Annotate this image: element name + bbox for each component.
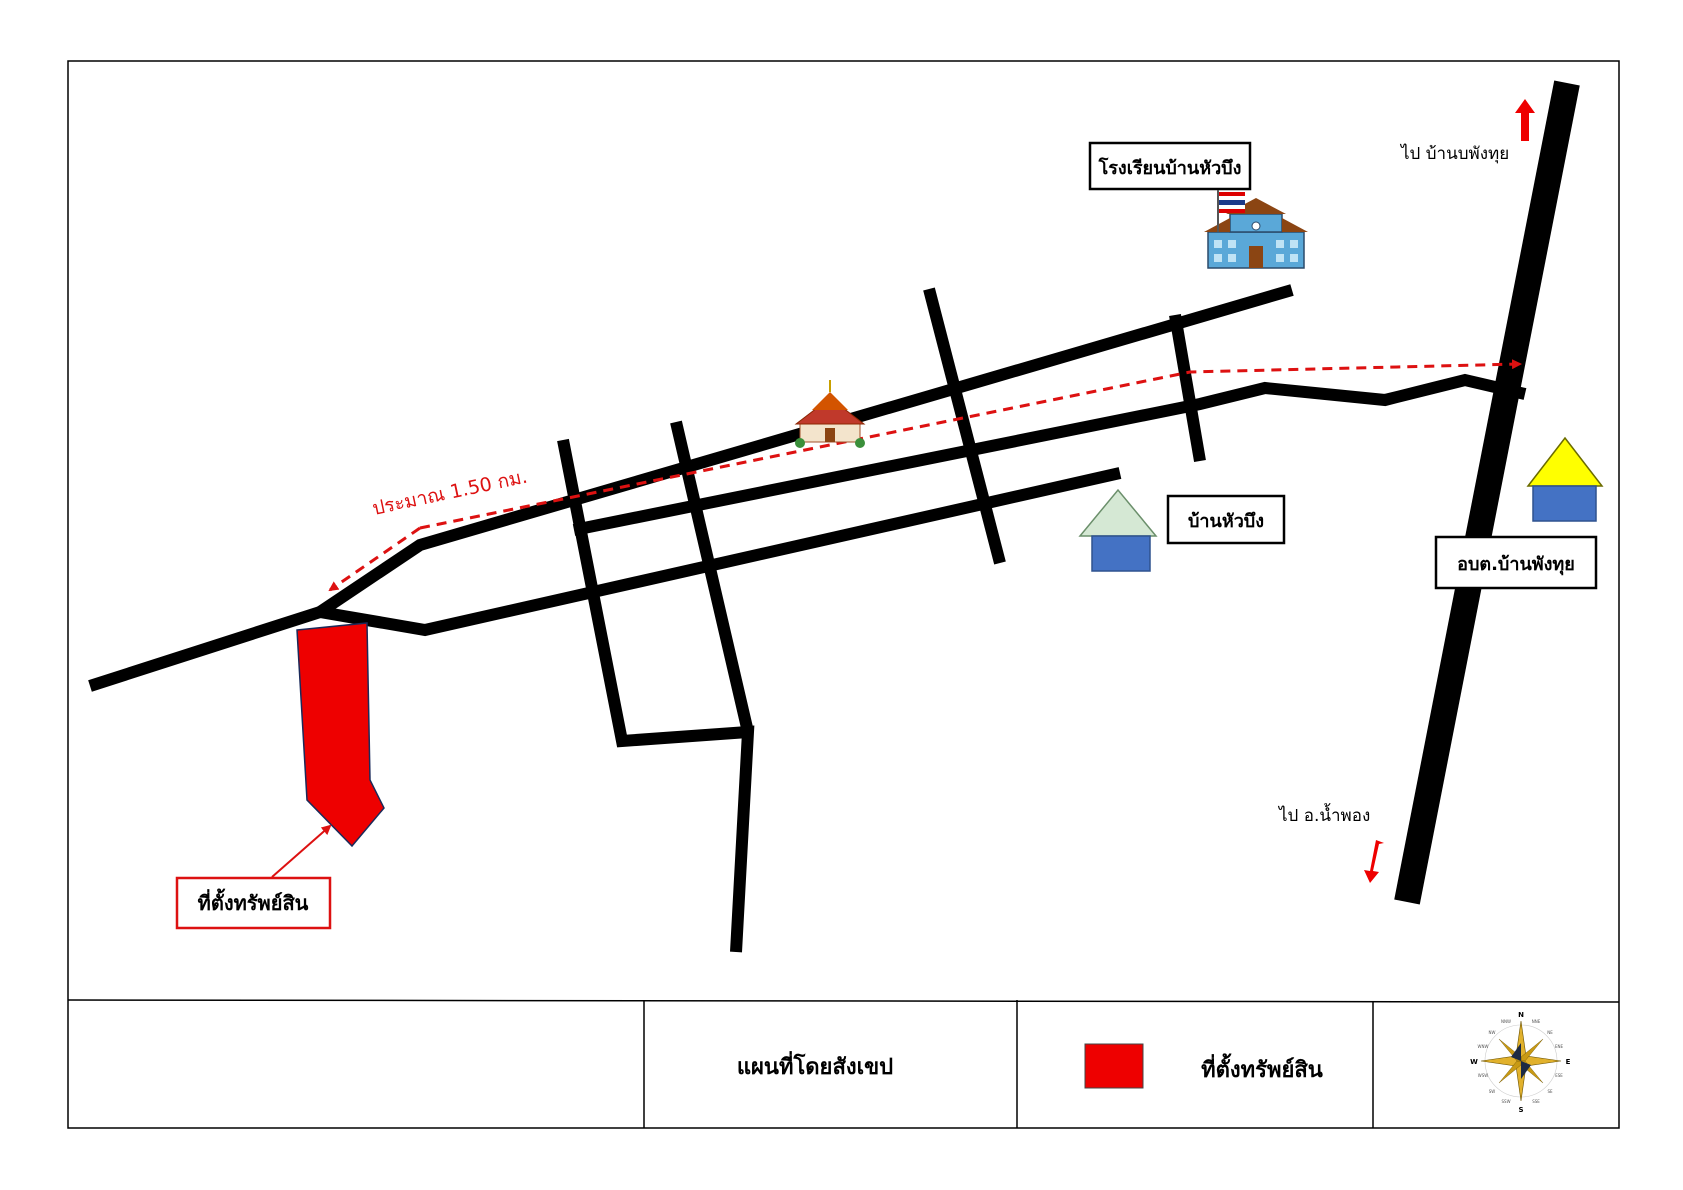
- upper-road: [316, 284, 1294, 617]
- compass-nne: NNE: [1532, 1019, 1541, 1024]
- compass-w: W: [1470, 1058, 1478, 1066]
- middle-road: [572, 373, 1527, 536]
- loop-west: [557, 438, 755, 953]
- to-north-label: ไป บ้านบพังทุย: [1399, 143, 1509, 164]
- tao-office-house-icon: [1526, 436, 1604, 522]
- school-building-icon: [1204, 190, 1308, 269]
- cross-road: [923, 287, 1006, 565]
- village-house-icon: [1078, 488, 1158, 572]
- legend-panel: [67, 999, 1620, 1128]
- legend-title: แผนที่โดยสังเขป: [737, 1050, 893, 1080]
- main-road-west: [88, 467, 1122, 692]
- loop-east: [1169, 313, 1206, 463]
- compass-rose-icon: N S E W NE NW SE SW NNE NNW ENE WNW ESE …: [1470, 1011, 1570, 1114]
- temple-icon: [794, 380, 866, 448]
- distance-route-line: [328, 526, 421, 592]
- compass-nw: NW: [1489, 1030, 1496, 1035]
- school-label: โรงเรียนบ้านหัวบึง: [1098, 157, 1242, 179]
- tao-office-label-box: [1434, 535, 1598, 590]
- compass-n: N: [1518, 1011, 1524, 1019]
- compass-nnw: NNW: [1501, 1019, 1511, 1024]
- highway: [1394, 80, 1580, 905]
- property-label: ที่ตั้งทรัพย์สิน: [198, 888, 309, 915]
- legend-property-swatch: [1084, 1043, 1144, 1089]
- compass-wsw: WSW: [1478, 1073, 1488, 1078]
- compass-s: S: [1518, 1106, 1523, 1114]
- compass-ene: ENE: [1555, 1044, 1564, 1049]
- property-label-box: [175, 876, 332, 930]
- village-label: บ้านหัวบึง: [1188, 511, 1264, 532]
- legend-property-label: ที่ตั้งทรัพย์สิน: [1201, 1053, 1323, 1083]
- tao-office-label: อบต.บ้านพังทุย: [1457, 554, 1575, 576]
- map-frame: [67, 60, 1620, 1129]
- compass-ssw: SSW: [1501, 1099, 1510, 1104]
- compass-se: SE: [1547, 1089, 1553, 1094]
- compass-ne: NE: [1547, 1030, 1553, 1035]
- compass-ese: ESE: [1555, 1073, 1563, 1078]
- north-direction-arrow-icon: [1515, 99, 1535, 141]
- south-direction-arrow-icon: [1364, 840, 1384, 883]
- to-south-label: ไป อ.น้ำพอง: [1277, 803, 1370, 826]
- property-parcel: [296, 622, 385, 848]
- property-pointer-line: [271, 824, 332, 878]
- compass-sse: SSE: [1532, 1099, 1540, 1104]
- compass-e: E: [1566, 1058, 1571, 1066]
- compass-wnw: WNW: [1478, 1044, 1489, 1049]
- distance-route-line-main: [419, 359, 1522, 530]
- compass-sw: SW: [1489, 1089, 1496, 1094]
- village-label-box: [1166, 494, 1286, 545]
- school-label-box: [1088, 141, 1252, 191]
